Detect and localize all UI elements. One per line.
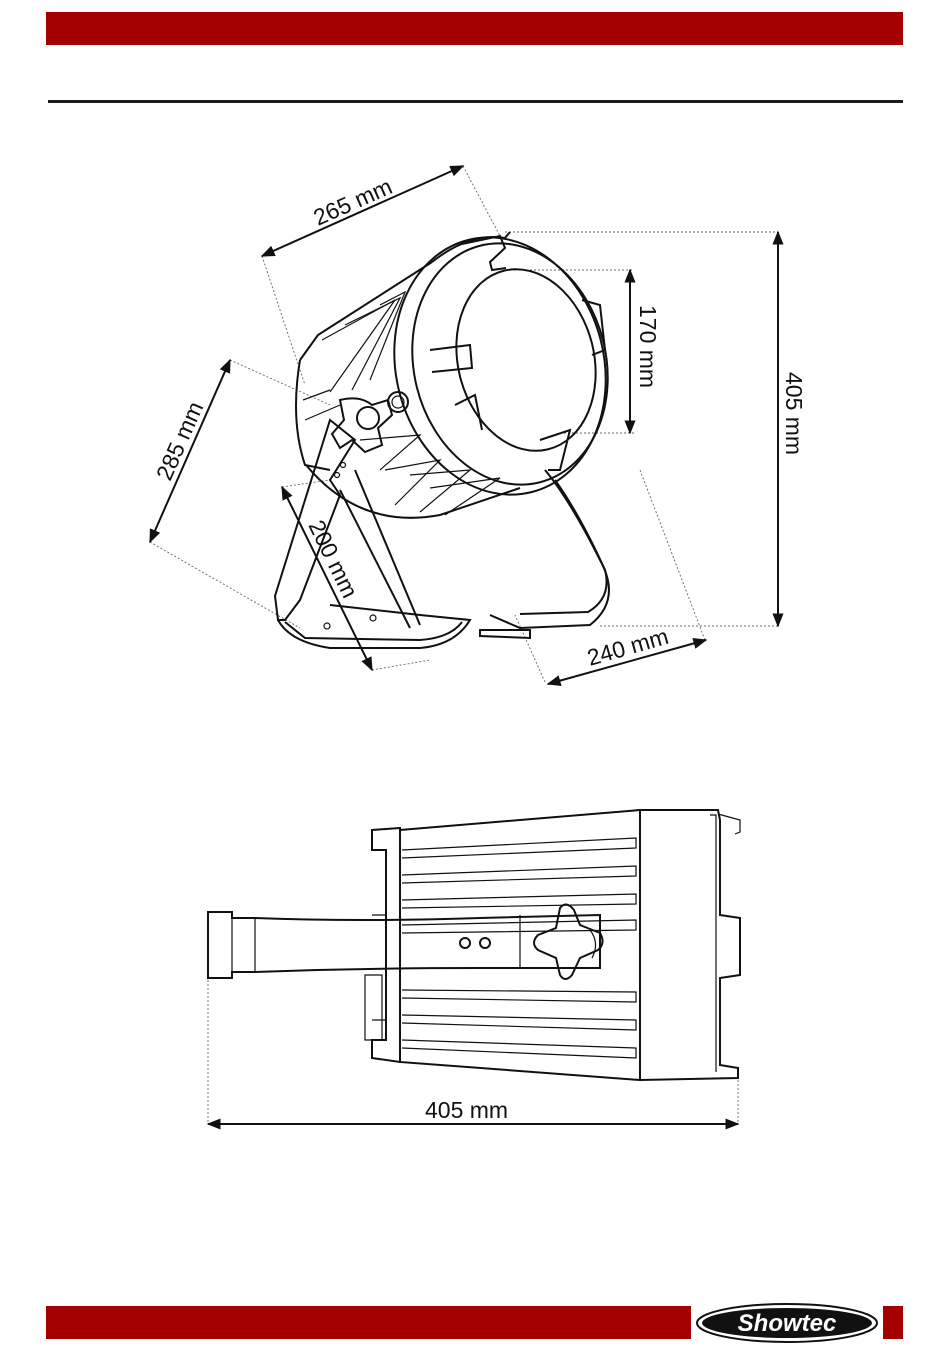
showtec-logo: Showtec — [694, 1302, 880, 1344]
side-view: 405 mm — [208, 810, 740, 1124]
dim-label-405-side: 405 mm — [425, 1097, 508, 1123]
dim-label-265: 265 mm — [309, 173, 395, 231]
dim-label-170: 170 mm — [635, 305, 661, 388]
tilt-knob — [332, 392, 408, 452]
front-lens-ring — [368, 215, 633, 518]
footer-accent-bar-end — [883, 1306, 903, 1339]
dim-label-200: 200 mm — [304, 516, 364, 602]
dim-label-285: 285 mm — [151, 398, 209, 484]
footer-accent-bar — [46, 1306, 691, 1339]
dim-label-405-vertical: 405 mm — [781, 372, 807, 455]
dim-label-240: 240 mm — [584, 623, 671, 671]
perspective-view: 265 mm 285 mm 170 mm 405 mm 200 mm 240 m… — [150, 166, 807, 684]
logo-text: Showtec — [738, 1310, 837, 1337]
